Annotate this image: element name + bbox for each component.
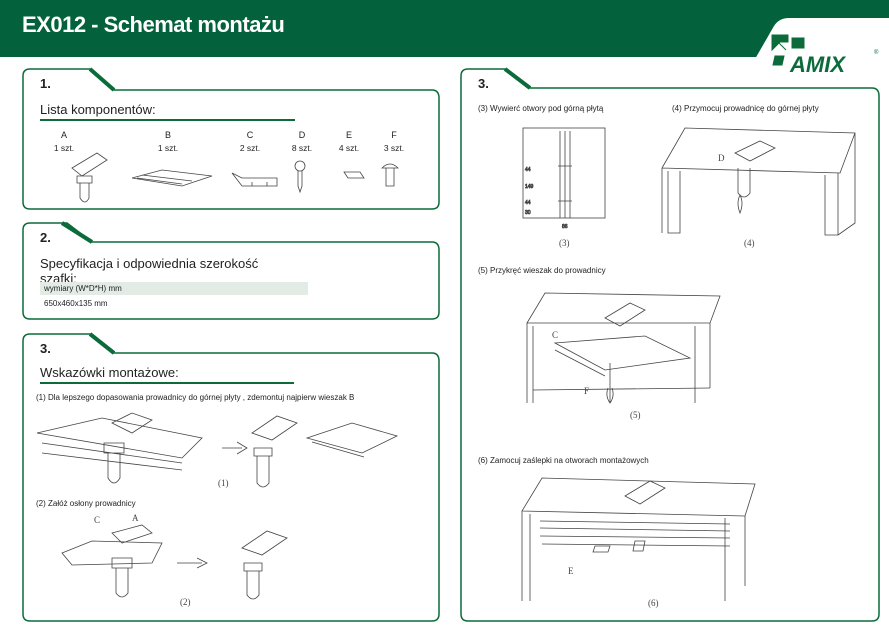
step-4-caption: (4) [744, 238, 755, 248]
section-number: 2. [40, 230, 51, 245]
header-bar: EX012 - Schemat montażu [0, 0, 889, 57]
step-1-illustration [36, 412, 399, 488]
label-c: C [94, 515, 101, 525]
step-2-illustration [61, 524, 288, 600]
step-4-drawing [661, 127, 856, 236]
step-2-text: (2) Załóż osłony prowadnicy [36, 499, 136, 508]
amix-logo: AMIX ® [771, 34, 879, 77]
step-1-text: (1) Dla lepszego dopasowania prowadnicy … [36, 393, 355, 402]
page-title: EX012 - Schemat montażu [22, 12, 285, 37]
step-3-drawing: 44 149 44 30 86 [522, 127, 606, 230]
label-a: A [132, 513, 139, 523]
svg-text:®: ® [874, 49, 879, 56]
svg-text:30: 30 [525, 210, 531, 216]
spec-header: wymiary (W*D*H) mm [40, 282, 308, 295]
step-5-text: (5) Przykręć wieszak do prowadnicy [478, 266, 606, 275]
section-number: 3. [478, 76, 489, 91]
step-2-caption: (2) [180, 597, 191, 607]
logo-corner [729, 18, 889, 78]
section-assembly-steps: 3. (3) Wywierć otwory pod górną płytą 44… [460, 67, 880, 622]
step-3-caption: (3) [559, 238, 570, 248]
label-d: D [718, 153, 725, 163]
step-6-text: (6) Zamocuj zaślepki na otworach montażo… [478, 456, 649, 465]
svg-text:149: 149 [525, 184, 534, 190]
section-subtitle: Lista komponentów: [40, 102, 295, 121]
section-number: 1. [40, 76, 51, 91]
section-number: 3. [40, 341, 51, 356]
step-4-text: (4) Przymocuj prowadnicę do górnej płyty [672, 104, 819, 113]
svg-text:44: 44 [525, 200, 531, 206]
step-6-caption: (6) [648, 598, 659, 608]
step-5-drawing [526, 292, 721, 404]
component-illustrations [71, 152, 399, 203]
section-specification: 2. Specyfikacja i odpowiednia szerokość … [22, 221, 440, 320]
label-c: C [552, 330, 559, 340]
label-e: E [568, 566, 574, 576]
step-1-caption: (1) [218, 478, 229, 488]
label-f: F [584, 386, 590, 396]
step-6-drawing [521, 477, 756, 601]
svg-text:86: 86 [562, 224, 568, 230]
logo-text: AMIX [789, 52, 846, 77]
svg-text:44: 44 [525, 167, 531, 173]
spec-value: 650x460x135 mm [44, 299, 108, 308]
step-3-text: (3) Wywierć otwory pod górną płytą [478, 104, 604, 113]
section-assembly-tips: 3. Wskazówki montażowe: (1) Dla lepszego… [22, 332, 440, 622]
step-5-caption: (5) [630, 410, 641, 420]
section-subtitle: Wskazówki montażowe: [40, 365, 294, 384]
